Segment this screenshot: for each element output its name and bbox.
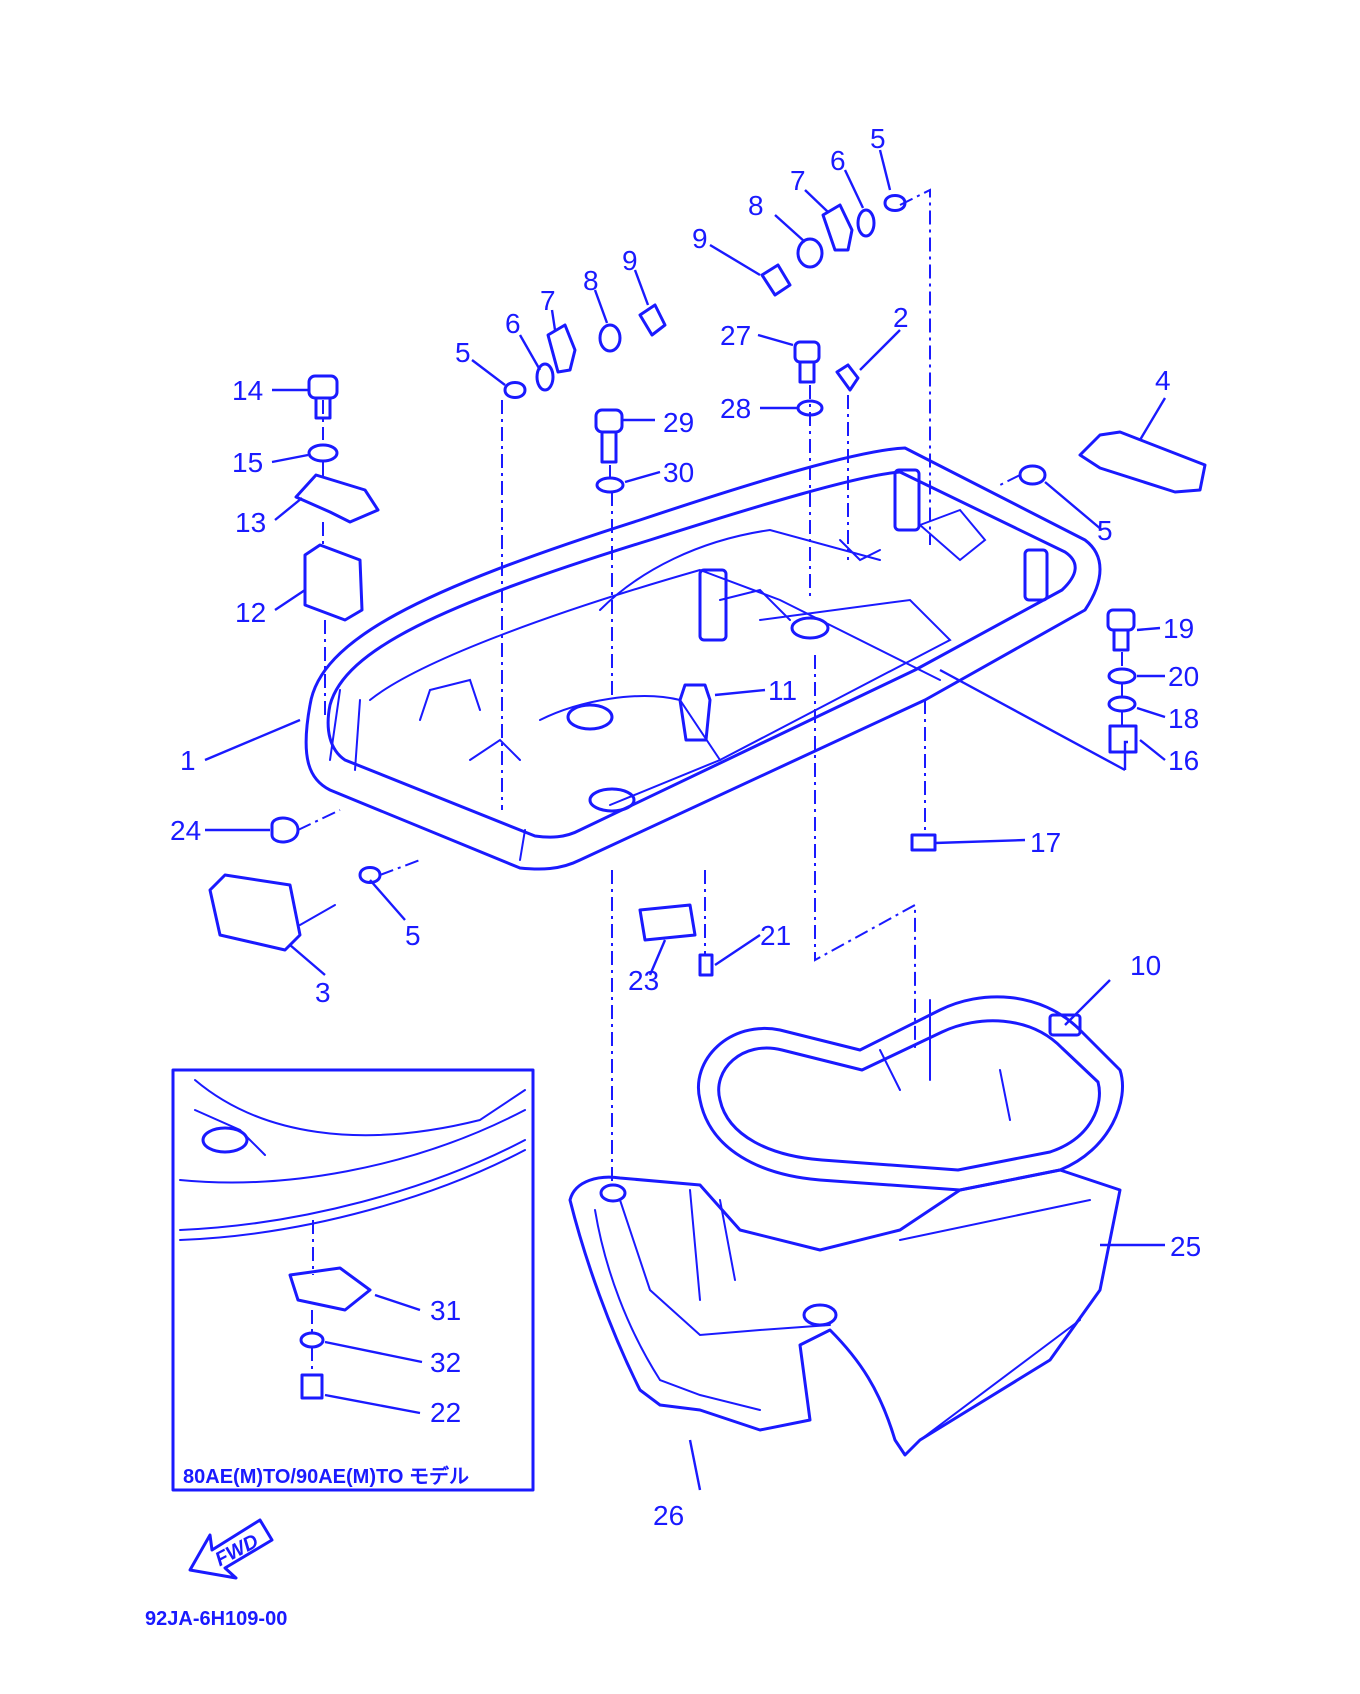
callout: 26 xyxy=(653,1500,684,1531)
washer-part-8-right xyxy=(796,237,824,269)
inset-caption: 80AE(M)TO/90AE(M)TO モデル xyxy=(183,1464,469,1488)
callout: 5 xyxy=(1097,515,1113,546)
screw-part-22 xyxy=(300,1373,324,1400)
callout: 5 xyxy=(870,123,886,154)
callout: 11 xyxy=(768,675,797,706)
leader-lines xyxy=(204,149,1167,1491)
callout: 29 xyxy=(663,407,694,438)
bolt-part-29 xyxy=(594,408,624,464)
callout: 18 xyxy=(1168,703,1199,734)
bolt-part-27 xyxy=(793,340,821,384)
lower-cowling-part-10 xyxy=(697,995,1124,1192)
callout: 9 xyxy=(692,223,708,254)
callout: 13 xyxy=(235,507,266,538)
bracket-part-7-right xyxy=(821,203,854,252)
callout: 10 xyxy=(1130,950,1161,981)
bolt-part-19 xyxy=(1106,608,1136,652)
lever-part-3 xyxy=(208,873,302,952)
callout: 3 xyxy=(315,977,331,1008)
callout: 27 xyxy=(720,320,751,351)
callout: 19 xyxy=(1163,613,1194,644)
drawing-number: 92JA-6H109-00 xyxy=(145,1608,287,1630)
callout: 31 xyxy=(430,1295,461,1326)
plug-part-24 xyxy=(270,816,300,844)
screw-part-9-left xyxy=(638,303,667,337)
callout: 7 xyxy=(540,285,556,316)
callout: 16 xyxy=(1168,745,1199,776)
bushing-part-5-right xyxy=(1018,464,1047,486)
lower-cowling-part-25-26 xyxy=(568,1168,1122,1457)
callout: 25 xyxy=(1170,1231,1201,1262)
callout: 6 xyxy=(830,145,846,176)
callout: 23 xyxy=(628,965,659,996)
washer-part-32 xyxy=(299,1331,325,1349)
washer-part-20 xyxy=(1107,667,1137,685)
bushing-part-5-top-left xyxy=(503,381,527,399)
callout: 4 xyxy=(1155,365,1171,396)
callout: 14 xyxy=(232,375,263,406)
callout: 9 xyxy=(622,245,638,276)
grommet-part-11 xyxy=(678,683,712,742)
callout: 17 xyxy=(1030,827,1061,858)
callout: 12 xyxy=(235,597,266,628)
bracket-part-31 xyxy=(288,1266,372,1312)
washer-part-6-left xyxy=(535,362,555,392)
washer-part-18 xyxy=(1107,695,1137,713)
callout: 5 xyxy=(405,920,421,951)
screw-part-9-right xyxy=(760,263,792,297)
callout: 24 xyxy=(170,815,201,846)
callout: 30 xyxy=(663,457,694,488)
washer-part-6-right xyxy=(856,208,876,238)
callout: 21 xyxy=(760,920,791,951)
callout: 15 xyxy=(232,447,263,478)
washer-part-8-left xyxy=(598,323,622,353)
callout: 6 xyxy=(505,308,521,339)
callout: 28 xyxy=(720,393,751,424)
callout: 22 xyxy=(430,1397,461,1428)
screw-part-21 xyxy=(698,953,714,977)
callout: 1 xyxy=(180,745,196,776)
inset-detail-box: 80AE(M)TO/90AE(M)TO モデル xyxy=(171,1068,535,1492)
callout: 20 xyxy=(1168,661,1199,692)
plug-part-17 xyxy=(910,833,937,852)
fwd-label: FWD xyxy=(212,1530,263,1571)
grommet-part-12 xyxy=(303,543,364,622)
callout-labels: 5 6 7 8 9 9 8 7 6 5 27 2 4 14 15 13 12 2… xyxy=(170,123,1201,1531)
grommet-part-16 xyxy=(1108,724,1138,754)
nut-part-2 xyxy=(835,363,860,392)
fwd-arrow: FWD xyxy=(188,1518,274,1580)
alignment-lines xyxy=(297,188,1123,1185)
callout: 8 xyxy=(748,190,764,221)
bracket-part-13 xyxy=(294,473,380,524)
bracket-part-7-left xyxy=(546,323,577,374)
callout: 7 xyxy=(790,165,806,196)
washer-part-30 xyxy=(595,476,625,494)
bolt-part-14 xyxy=(307,374,339,420)
cover-part-23 xyxy=(638,903,697,942)
bottom-cowling-part-1 xyxy=(304,446,1102,871)
callout: 5 xyxy=(455,337,471,368)
washer-part-15 xyxy=(307,443,339,463)
callout: 2 xyxy=(893,302,909,333)
callout: 32 xyxy=(430,1347,461,1378)
callout: 8 xyxy=(583,265,599,296)
lever-part-4 xyxy=(1078,430,1207,494)
